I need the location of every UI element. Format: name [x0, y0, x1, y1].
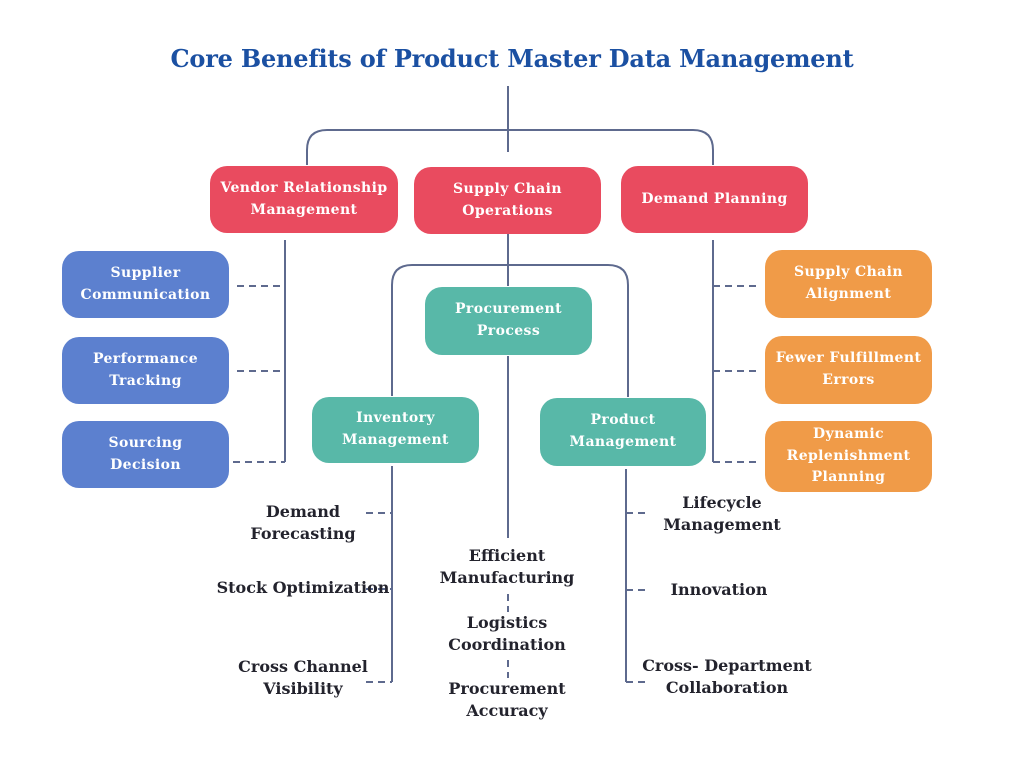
connector-product-dashes — [626, 512, 649, 683]
connector-demand-dashes — [713, 285, 761, 463]
connector-top-bracket — [306, 129, 714, 165]
node-procurement-process: Procurement Process — [425, 287, 592, 355]
label-efficient-manufacturing: Efficient Manufacturing — [439, 546, 575, 587]
page-title: Core Benefits of Product Master Data Man… — [170, 44, 854, 73]
node-inventory-management: Inventory Management — [312, 397, 479, 463]
node-supplier-communication: Supplier Communication — [62, 251, 229, 318]
node-sourcing-decision: Sourcing Decision — [62, 421, 229, 488]
connector-inventory-dashes — [366, 512, 392, 683]
label-stock-optimization: Stock Optimization — [216, 578, 390, 597]
node-supply-chain-operations: Supply Chain Operations — [414, 167, 601, 234]
node-fewer-fulfillment-errors: Fewer Fulfillment Errors — [765, 336, 932, 404]
label-cross-channel-visibility: Cross Channel Visibility — [238, 657, 368, 698]
connector-mid-bracket — [391, 264, 629, 397]
connector-vendor-dashes — [233, 285, 285, 463]
label-cross-department-collaboration: Cross- Department Collaboration — [642, 656, 812, 697]
node-performance-tracking: Performance Tracking — [62, 337, 229, 404]
label-logistics-coordination: Logistics Coordination — [448, 613, 566, 654]
label-lifecycle-management: Lifecycle Management — [663, 493, 781, 534]
node-supply-chain-alignment: Supply Chain Alignment — [765, 250, 932, 318]
node-product-management: Product Management — [540, 398, 706, 466]
node-dynamic-replenishment-planning: Dynamic Replenishment Planning — [765, 421, 932, 492]
label-demand-forecasting: Demand Forecasting — [250, 502, 356, 543]
node-demand-planning: Demand Planning — [621, 166, 808, 233]
label-innovation: Innovation — [670, 580, 768, 599]
label-procurement-accuracy: Procurement Accuracy — [448, 679, 566, 720]
node-vendor-relationship-management: Vendor Relationship Management — [210, 166, 398, 233]
